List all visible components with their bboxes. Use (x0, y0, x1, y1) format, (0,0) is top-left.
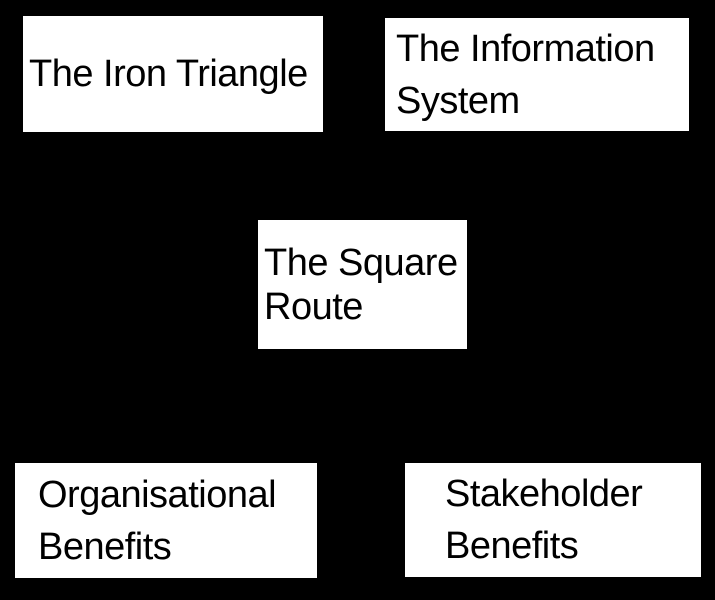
box-organisational-benefits: Organisational Benefits (15, 463, 317, 578)
box-label-line: Benefits (38, 525, 172, 568)
box-label-line: Stakeholder (445, 473, 643, 515)
box-label-line: The Iron Triangle (29, 53, 308, 95)
box-label-line: Route (264, 285, 363, 328)
box-iron-triangle: The Iron Triangle (23, 16, 323, 132)
box-square-route: The Square Route (258, 220, 467, 349)
box-label-line: Organisational (38, 473, 277, 516)
box-label-line: Benefits (445, 525, 579, 567)
box-label-line: System (396, 79, 520, 122)
box-label-line: The Square (264, 241, 458, 284)
box-information-system: The Information System (385, 18, 689, 131)
box-label-line: The Information (396, 27, 655, 70)
box-stakeholder-benefits: Stakeholder Benefits (405, 463, 701, 577)
